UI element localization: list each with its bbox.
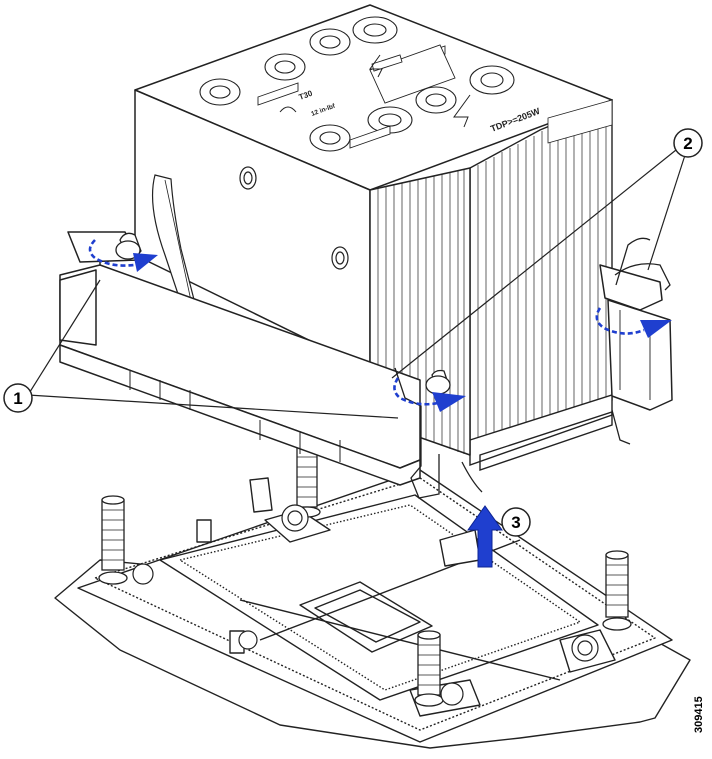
callout-3-label: 3: [511, 513, 520, 532]
guide-post-front: [414, 630, 444, 707]
lock-icon: [257, 44, 456, 149]
guide-posts: [98, 446, 632, 707]
guide-post-right: [602, 550, 632, 631]
guide-post-left: [98, 495, 128, 585]
screw-icon: [199, 16, 515, 152]
heatsink-top-markings: [199, 16, 515, 152]
rotate-arrow-center: [393, 377, 466, 412]
rotate-arrow-right: [595, 307, 672, 338]
callout-2-circle: [673, 128, 703, 158]
callout-3: 3: [501, 507, 531, 537]
socket-base: [54, 469, 691, 749]
rotate-arrow-icon: [88, 239, 672, 412]
fin-lines-right: [477, 102, 607, 452]
callout-1-label: 1: [13, 389, 22, 408]
callout-1: 1: [3, 383, 33, 413]
rotate-arrow-icon: [279, 54, 471, 128]
tim-breaker-clips: [115, 232, 671, 499]
figure-id: 309415: [693, 696, 705, 733]
heatsink-left-face-details: [151, 166, 349, 322]
callout-2-label: 2: [683, 134, 692, 153]
callout-leader-lines: [27, 149, 687, 419]
callout-1-circle: [3, 383, 33, 413]
heatsink-fins-right: [469, 98, 613, 471]
callout-2: 2: [673, 128, 703, 158]
socket-screw-icon: [132, 504, 599, 706]
callout-3-circle: [501, 507, 531, 537]
lift-arrow-icon: [467, 505, 503, 568]
rotate-arrow-left: [88, 239, 158, 272]
